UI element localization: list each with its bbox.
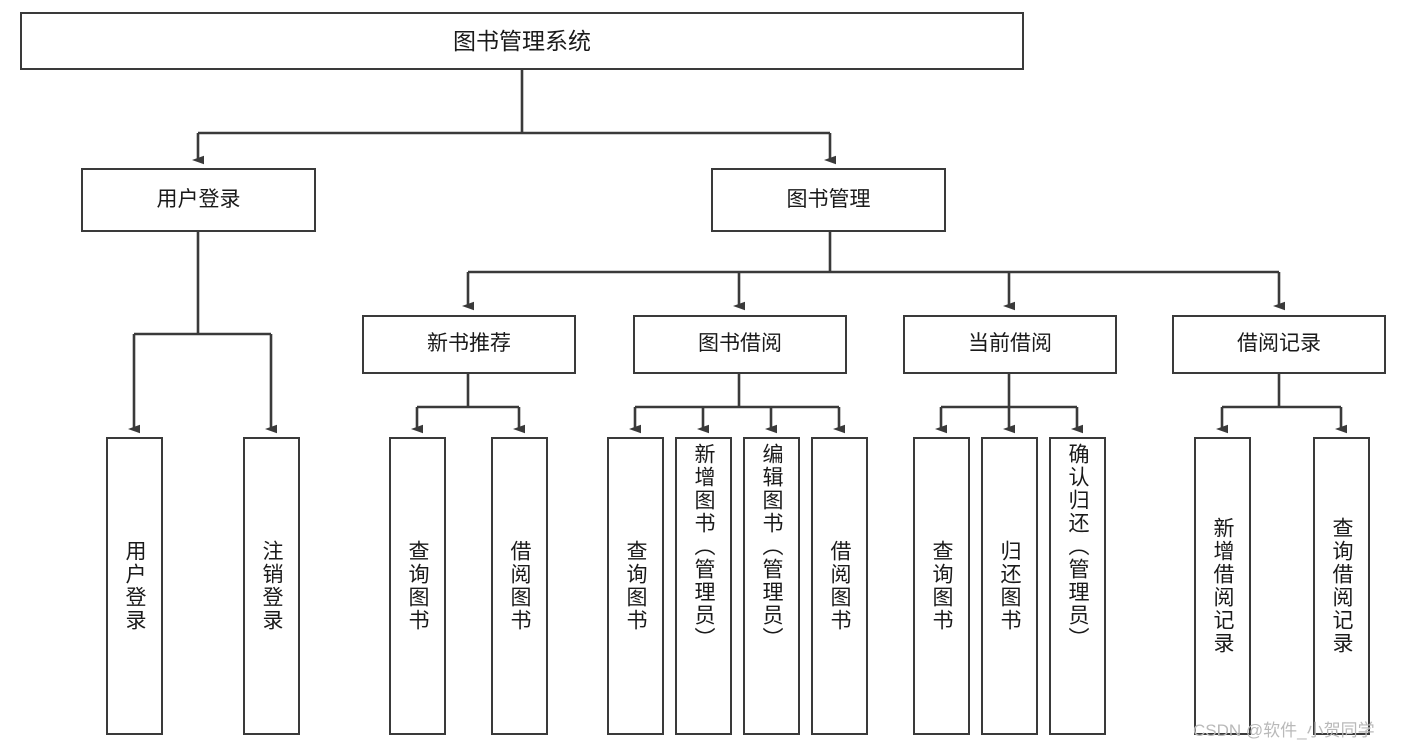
node-book-management[interactable]: 图书管理 — [711, 168, 946, 232]
leaf-query-borrow-record[interactable]: 查询借阅记录 — [1313, 437, 1370, 735]
node-book-borrowing[interactable]: 图书借阅 — [633, 315, 847, 374]
node-label: 借阅图书 — [508, 540, 531, 632]
leaf-return-books[interactable]: 归还图书 — [981, 437, 1038, 735]
leaf-add-borrow-record[interactable]: 新增借阅记录 — [1194, 437, 1251, 735]
leaf-add-book-admin[interactable]: 新增图书（管理员） — [675, 437, 732, 735]
node-label: 借阅记录 — [1237, 332, 1321, 356]
node-label: 图书借阅 — [698, 332, 782, 356]
node-label: 新增图书（管理员） — [692, 443, 715, 650]
leaf-query-books-current[interactable]: 查询图书 — [913, 437, 970, 735]
node-label: 新增借阅记录 — [1211, 517, 1234, 655]
node-label: 图书管理系统 — [453, 27, 591, 54]
node-label: 确认归还（管理员） — [1066, 443, 1089, 650]
node-new-book-recommendation[interactable]: 新书推荐 — [362, 315, 576, 374]
node-label: 当前借阅 — [968, 332, 1052, 356]
node-label: 归还图书 — [998, 540, 1021, 632]
node-label: 编辑图书（管理员） — [760, 443, 783, 650]
node-label: 查询借阅记录 — [1330, 517, 1353, 655]
node-label: 图书管理 — [786, 187, 871, 211]
node-label: 用户登录 — [156, 187, 241, 211]
leaf-logout-login[interactable]: 注销登录 — [243, 437, 300, 735]
node-label: 用户登录 — [123, 540, 146, 632]
node-label: 查询图书 — [930, 540, 953, 632]
leaf-confirm-return-admin[interactable]: 确认归还（管理员） — [1049, 437, 1106, 735]
node-label: 查询图书 — [406, 540, 429, 632]
leaf-edit-book-admin[interactable]: 编辑图书（管理员） — [743, 437, 800, 735]
watermark-csdn: CSDN @软件_小贺同学 — [1193, 721, 1375, 740]
leaf-user-login[interactable]: 用户登录 — [106, 437, 163, 735]
leaf-query-books-borrow[interactable]: 查询图书 — [607, 437, 664, 735]
leaf-query-books-recommend[interactable]: 查询图书 — [389, 437, 446, 735]
node-current-borrowing[interactable]: 当前借阅 — [903, 315, 1117, 374]
node-label: 注销登录 — [260, 540, 283, 632]
node-borrow-records[interactable]: 借阅记录 — [1172, 315, 1386, 374]
node-label: 借阅图书 — [828, 540, 851, 632]
node-root-book-management-system[interactable]: 图书管理系统 — [20, 12, 1024, 70]
node-user-login[interactable]: 用户登录 — [81, 168, 316, 232]
node-label: 新书推荐 — [427, 332, 511, 356]
leaf-borrow-books-borrow[interactable]: 借阅图书 — [811, 437, 868, 735]
node-label: 查询图书 — [624, 540, 647, 632]
leaf-borrow-books-recommend[interactable]: 借阅图书 — [491, 437, 548, 735]
